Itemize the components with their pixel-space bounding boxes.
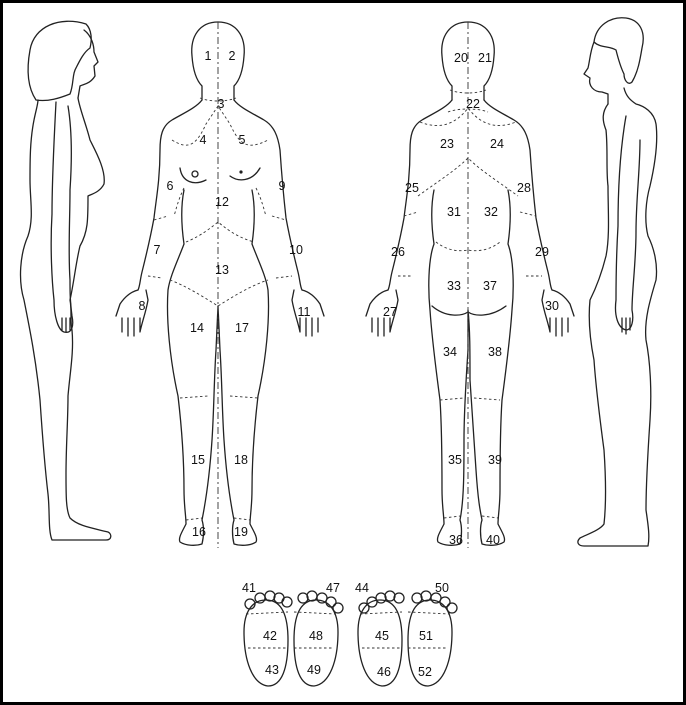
region-label-44: 44 [355, 581, 369, 595]
region-label-1: 1 [205, 49, 212, 63]
region-label-42: 42 [263, 629, 277, 643]
region-label-20: 20 [454, 51, 468, 65]
region-label-9: 9 [279, 179, 286, 193]
front-zone-boundaries [148, 98, 292, 520]
region-label-31: 31 [447, 205, 461, 219]
region-label-13: 13 [215, 263, 229, 277]
region-label-8: 8 [139, 299, 146, 313]
region-label-41: 41 [242, 581, 256, 595]
region-label-23: 23 [440, 137, 454, 151]
back-torso [388, 100, 552, 290]
region-label-17: 17 [235, 321, 249, 335]
front-left-hand [116, 290, 148, 336]
region-label-22: 22 [466, 97, 480, 111]
region-label-30: 30 [545, 299, 559, 313]
region-label-36: 36 [449, 533, 463, 547]
region-label-25: 25 [405, 181, 419, 195]
region-label-15: 15 [191, 453, 205, 467]
region-label-33: 33 [447, 279, 461, 293]
region-label-32: 32 [484, 205, 498, 219]
region-label-28: 28 [517, 181, 531, 195]
nipple-left [192, 171, 198, 177]
region-label-34: 34 [443, 345, 457, 359]
female-arm [51, 102, 73, 332]
region-label-16: 16 [192, 525, 206, 539]
region-label-5: 5 [239, 133, 246, 147]
male-hand-fingers [622, 318, 630, 334]
diagram-canvas: 1 2 3 4 5 6 7 8 9 10 11 12 13 14 15 16 1… [3, 3, 683, 702]
region-label-45: 45 [375, 629, 389, 643]
region-label-18: 18 [234, 453, 248, 467]
region-label-7: 7 [154, 243, 161, 257]
female-hand-fingers [62, 318, 70, 332]
female-hair [28, 21, 91, 100]
back-right-hand [542, 290, 574, 336]
region-labels: 1 2 3 4 5 6 7 8 9 10 11 12 13 14 15 16 1… [139, 49, 559, 679]
back-waist-legs [429, 190, 513, 545]
male-side-profile [578, 18, 657, 546]
male-front-body [578, 88, 657, 546]
region-label-37: 37 [483, 279, 497, 293]
back-zone-boundaries [398, 90, 542, 518]
region-label-26: 26 [391, 245, 405, 259]
region-label-10: 10 [289, 243, 303, 257]
region-label-35: 35 [448, 453, 462, 467]
region-label-12: 12 [215, 195, 229, 209]
region-label-4: 4 [200, 133, 207, 147]
region-label-19: 19 [234, 525, 248, 539]
region-label-21: 21 [478, 51, 492, 65]
region-label-29: 29 [535, 245, 549, 259]
male-face [584, 42, 608, 104]
female-side-profile [21, 21, 111, 540]
female-face [78, 30, 98, 98]
region-label-24: 24 [490, 137, 504, 151]
region-label-2: 2 [229, 49, 236, 63]
region-label-40: 40 [486, 533, 500, 547]
region-label-38: 38 [488, 345, 502, 359]
nipple-right [239, 170, 242, 173]
region-label-14: 14 [190, 321, 204, 335]
region-label-49: 49 [307, 663, 321, 677]
region-label-27: 27 [383, 305, 397, 319]
back-buttocks [432, 306, 506, 315]
region-label-47: 47 [326, 581, 340, 595]
region-label-39: 39 [488, 453, 502, 467]
male-hair [594, 18, 643, 84]
region-label-50: 50 [435, 581, 449, 595]
region-label-6: 6 [167, 179, 174, 193]
region-label-3: 3 [218, 97, 225, 111]
region-label-43: 43 [265, 663, 279, 677]
region-label-11: 11 [298, 305, 311, 319]
male-arm [615, 116, 640, 330]
region-label-51: 51 [419, 629, 433, 643]
region-label-46: 46 [377, 665, 391, 679]
region-label-52: 52 [418, 665, 432, 679]
region-label-48: 48 [309, 629, 323, 643]
